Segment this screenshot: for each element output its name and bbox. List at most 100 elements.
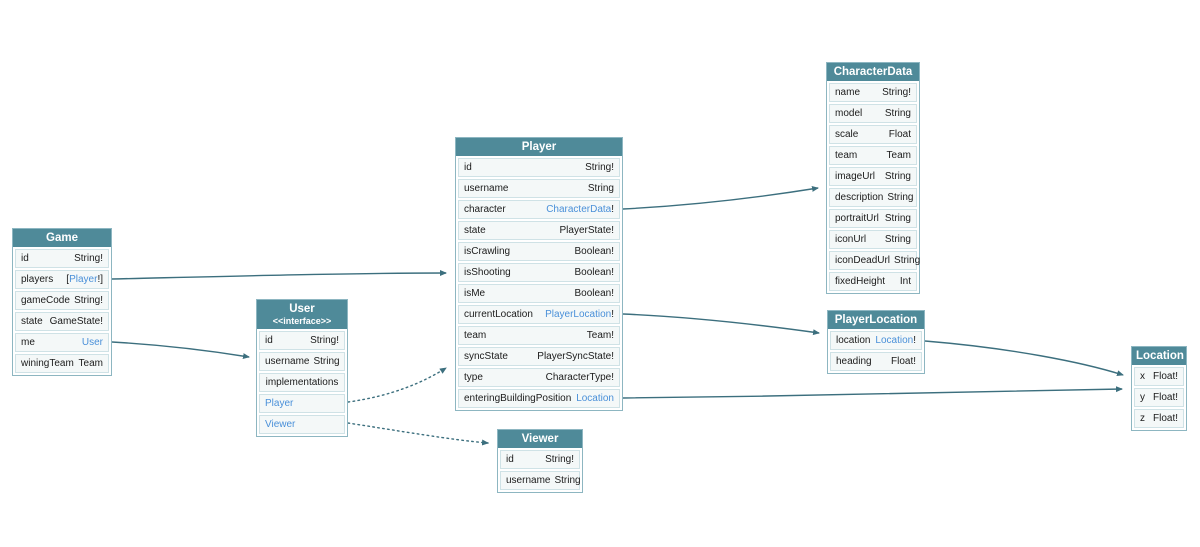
type-header-game[interactable]: Game	[13, 229, 111, 247]
field-row[interactable]: Viewer	[259, 415, 345, 434]
field-name: character	[464, 204, 506, 215]
section-row[interactable]: implementations	[259, 373, 345, 392]
field-name: id	[464, 162, 472, 173]
type-text: String	[587, 183, 614, 194]
field-type: String	[885, 233, 911, 246]
type-header-viewer[interactable]: Viewer	[498, 430, 582, 448]
type-text: Float!	[1152, 371, 1178, 382]
type-header-character_data[interactable]: CharacterData	[827, 63, 919, 81]
type-text: Boolean!	[574, 246, 614, 257]
type-header-player[interactable]: Player	[456, 138, 622, 156]
type-link[interactable]: Location	[875, 335, 914, 346]
type-header-player_location[interactable]: PlayerLocation	[828, 311, 924, 329]
field-name: gameCode	[21, 295, 70, 306]
field-type: String!	[74, 294, 103, 307]
field-row[interactable]: players[Player!]	[15, 270, 109, 289]
field-row[interactable]: team Team!	[458, 326, 620, 345]
type-header-user[interactable]: User<<interface>>	[257, 300, 347, 329]
field-row[interactable]: gameCode String!	[15, 291, 109, 310]
field-row[interactable]: Player	[259, 394, 345, 413]
type-text: String	[313, 356, 340, 367]
field-type: Location!	[875, 334, 916, 347]
field-row[interactable]: me User	[15, 333, 109, 352]
type-text: Float	[888, 129, 911, 140]
field-row[interactable]: location Location!	[830, 331, 922, 350]
type-text: Float!	[1152, 392, 1178, 403]
implementation-link[interactable]: Viewer	[265, 419, 296, 430]
field-type: String	[588, 182, 614, 195]
field-name: state	[21, 316, 43, 327]
type-title: Viewer	[521, 433, 559, 445]
type-header-location[interactable]: Location	[1132, 347, 1186, 365]
field-name: location	[836, 335, 871, 346]
type-text: PlayerState!	[559, 225, 614, 236]
type-text: String	[884, 213, 911, 224]
field-type: Team	[79, 357, 103, 370]
field-type: Team!	[587, 329, 614, 342]
type-link[interactable]: PlayerLocation	[545, 309, 612, 320]
edge-player-character-to-characterdata	[622, 185, 819, 210]
field-type: PlayerState!	[560, 224, 614, 237]
field-type: Float!	[1153, 370, 1178, 383]
field-type: String!	[310, 334, 339, 347]
type-text: String!	[74, 253, 103, 264]
type-link[interactable]: User	[81, 337, 103, 348]
type-stereotype: <<interface>>	[272, 316, 332, 326]
type-link[interactable]: CharacterData	[546, 204, 612, 215]
type-text: String!	[545, 454, 574, 465]
field-name: me	[21, 337, 35, 348]
type-text: Float!	[890, 356, 916, 367]
type-link[interactable]: Location	[576, 393, 614, 404]
type-text: String	[884, 234, 911, 245]
implementation-link[interactable]: Player	[265, 398, 294, 409]
field-type: String!	[74, 252, 103, 265]
field-type: Location	[576, 392, 614, 405]
field-name: team	[464, 330, 487, 341]
type-text: String	[894, 255, 921, 266]
type-link[interactable]: Player	[69, 274, 98, 285]
edge-user-player-implementation	[347, 367, 447, 403]
